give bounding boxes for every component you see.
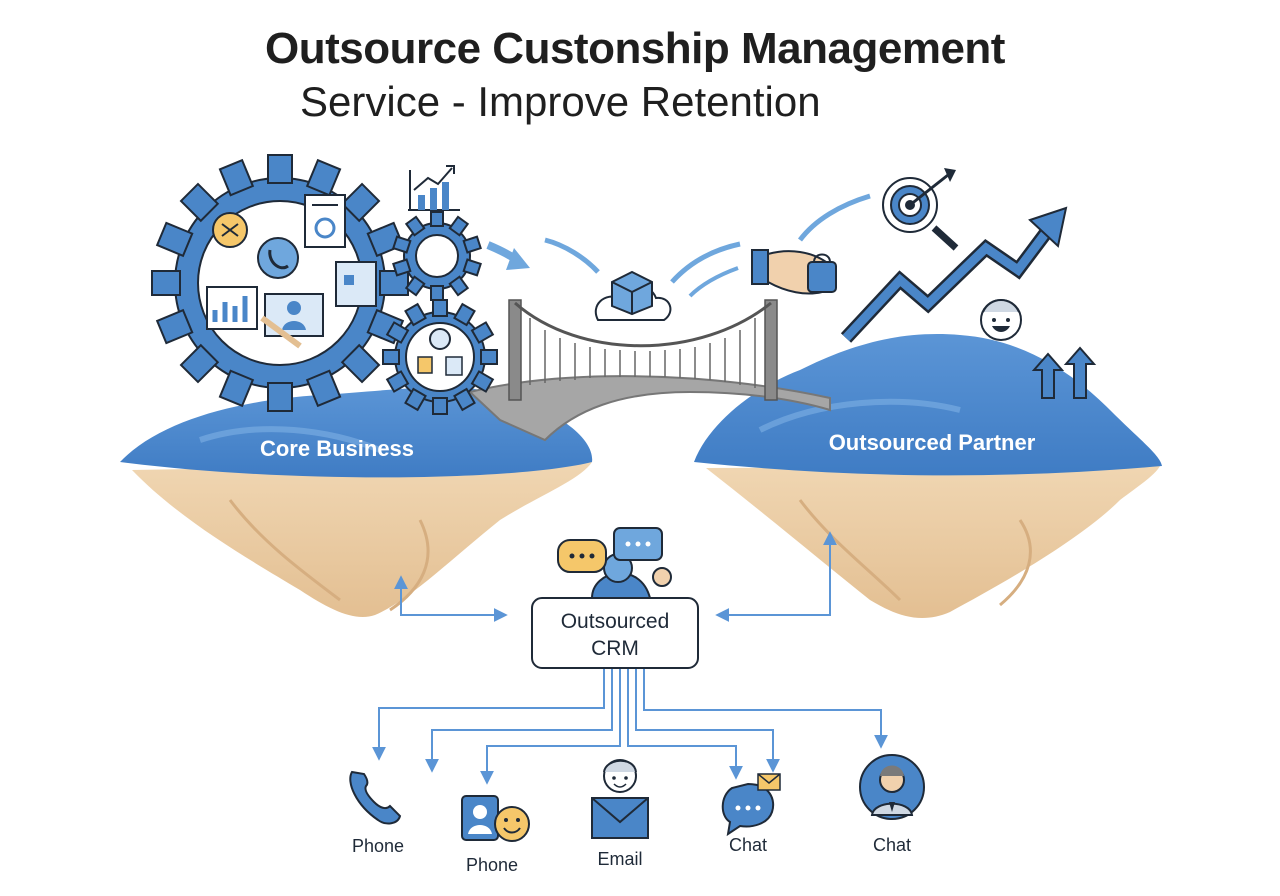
channel-label-chat: Chat [729,835,767,855]
hub-label-line2: CRM [591,637,639,660]
left-island-label: Core Business [260,436,414,461]
suspension-bridge [467,299,831,442]
gear-content-icons [206,194,377,349]
diagram-title: Outsource Custonship Management [265,24,1005,73]
hand-delivery-icon [751,249,837,295]
phone-handset-icon [349,770,402,825]
channel-agent-chat: Chat [859,754,925,855]
hub-connectors [372,531,888,785]
flow-arrow-left [486,237,600,274]
smiley-face-icon [980,299,1022,341]
right-island-label: Outsourced Partner [829,430,1036,455]
channel-label-phone: Phone [352,836,404,856]
channel-email: Email [591,759,649,869]
growth-chart-icon [408,165,460,211]
channel-phone: Phone [349,770,404,856]
diagram-subtitle: Service - Improve Retention [300,78,821,125]
hub-people-chat-icons [557,527,672,599]
flow-arrow-right [670,193,871,298]
up-arrows-icon [1031,346,1097,399]
email-person-icon [591,759,649,839]
target-icon [882,168,959,251]
channel-chat: Chat [721,773,781,855]
channel-label-agent-chat: Chat [873,835,911,855]
channel-video-phone: Phone [461,795,530,875]
medium-gear [392,211,482,301]
video-agent-icon [461,795,530,842]
channel-label-email: Email [597,849,642,869]
right-island [694,334,1162,619]
chat-bubble-icon [721,773,781,837]
channel-label-video-phone: Phone [466,855,518,875]
cloud-package-icon [594,270,672,321]
hub-label-line1: Outsourced [561,610,670,633]
agent-avatar-icon [859,754,925,820]
rising-trend-arrow [840,206,1068,343]
left-island [120,387,593,618]
small-gear [382,299,498,415]
outsourced-crm-hub: Outsourced CRM [531,597,699,669]
